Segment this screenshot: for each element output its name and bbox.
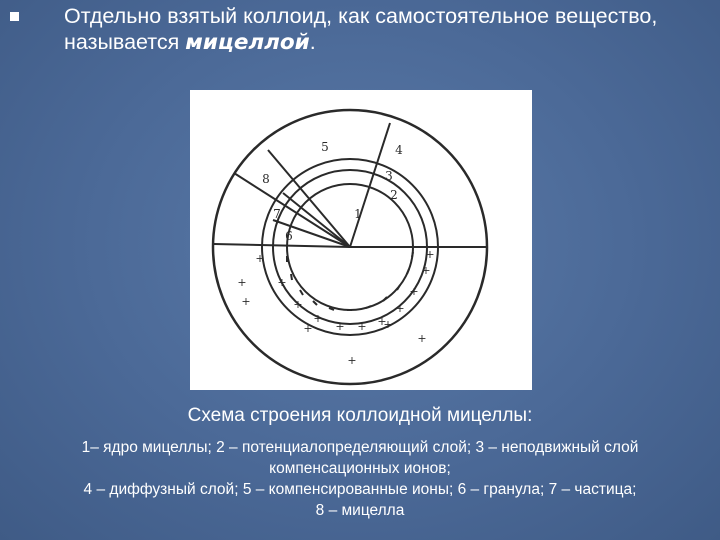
minus-ions (286, 251, 414, 311)
label-6: 6 (285, 229, 293, 243)
heading-text: Отдельно взятый коллоид, как самостоятел… (64, 4, 658, 54)
svg-text:+: + (255, 252, 264, 265)
label-3: 3 (385, 169, 393, 183)
svg-text:+: + (241, 295, 250, 308)
square-bullet-icon (10, 12, 19, 21)
svg-text:+: + (409, 285, 418, 298)
sector-line-8-right (267, 149, 351, 248)
heading-period: . (309, 30, 316, 54)
label-8: 8 (262, 172, 270, 186)
legend-line-3: 4 – диффузный слой; 5 – компенсированные… (83, 481, 637, 498)
plus-ions: + + + + + + + + + + + + + + + + + (237, 248, 434, 367)
svg-text:+: + (357, 320, 366, 333)
micelle-diagram: + + + + + + + + + + + + + + + + + 1 2 3 … (190, 90, 532, 390)
label-4: 4 (395, 143, 403, 157)
sector-line-8-top (233, 172, 351, 248)
svg-text:+: + (335, 320, 344, 333)
label-5: 5 (321, 140, 329, 154)
svg-text:+: + (377, 315, 386, 328)
outer-circle-micelle (211, 108, 489, 386)
heading-term: мицеллой (185, 30, 310, 55)
svg-text:+: + (277, 276, 286, 289)
svg-text:+: + (395, 302, 404, 315)
legend-line-4: 8 – мицелла (315, 502, 405, 519)
svg-text:+: + (417, 332, 426, 345)
legend-line-1: 1– ядро мицеллы; 2 – потенциалопределяющ… (81, 439, 639, 456)
svg-text:+: + (237, 276, 246, 289)
label-2: 2 (390, 188, 398, 202)
svg-text:+: + (303, 322, 312, 335)
legend-line-2: компенсационных ионов; (269, 460, 451, 477)
svg-text:+: + (293, 298, 302, 311)
svg-text:+: + (425, 248, 434, 261)
slide-heading: Отдельно взятый коллоид, как самостоятел… (64, 3, 704, 56)
diagram-legend: 1– ядро мицеллы; 2 – потенциалопределяющ… (20, 437, 700, 521)
svg-text:+: + (313, 312, 322, 325)
svg-text:+: + (383, 318, 392, 331)
micelle-diagram-svg: + + + + + + + + + + + + + + + + + 1 2 3 … (211, 108, 489, 386)
svg-text:+: + (347, 354, 356, 367)
sector-line-4-5 (349, 122, 391, 248)
sector-line-7 (272, 219, 351, 248)
label-7: 7 (273, 207, 281, 221)
sector-line-6 (282, 192, 351, 248)
caption-title: Схема строения коллоидной мицеллы: (187, 405, 533, 426)
label-1: 1 (354, 207, 362, 221)
svg-text:+: + (421, 264, 430, 277)
left-divider-line (213, 243, 351, 248)
